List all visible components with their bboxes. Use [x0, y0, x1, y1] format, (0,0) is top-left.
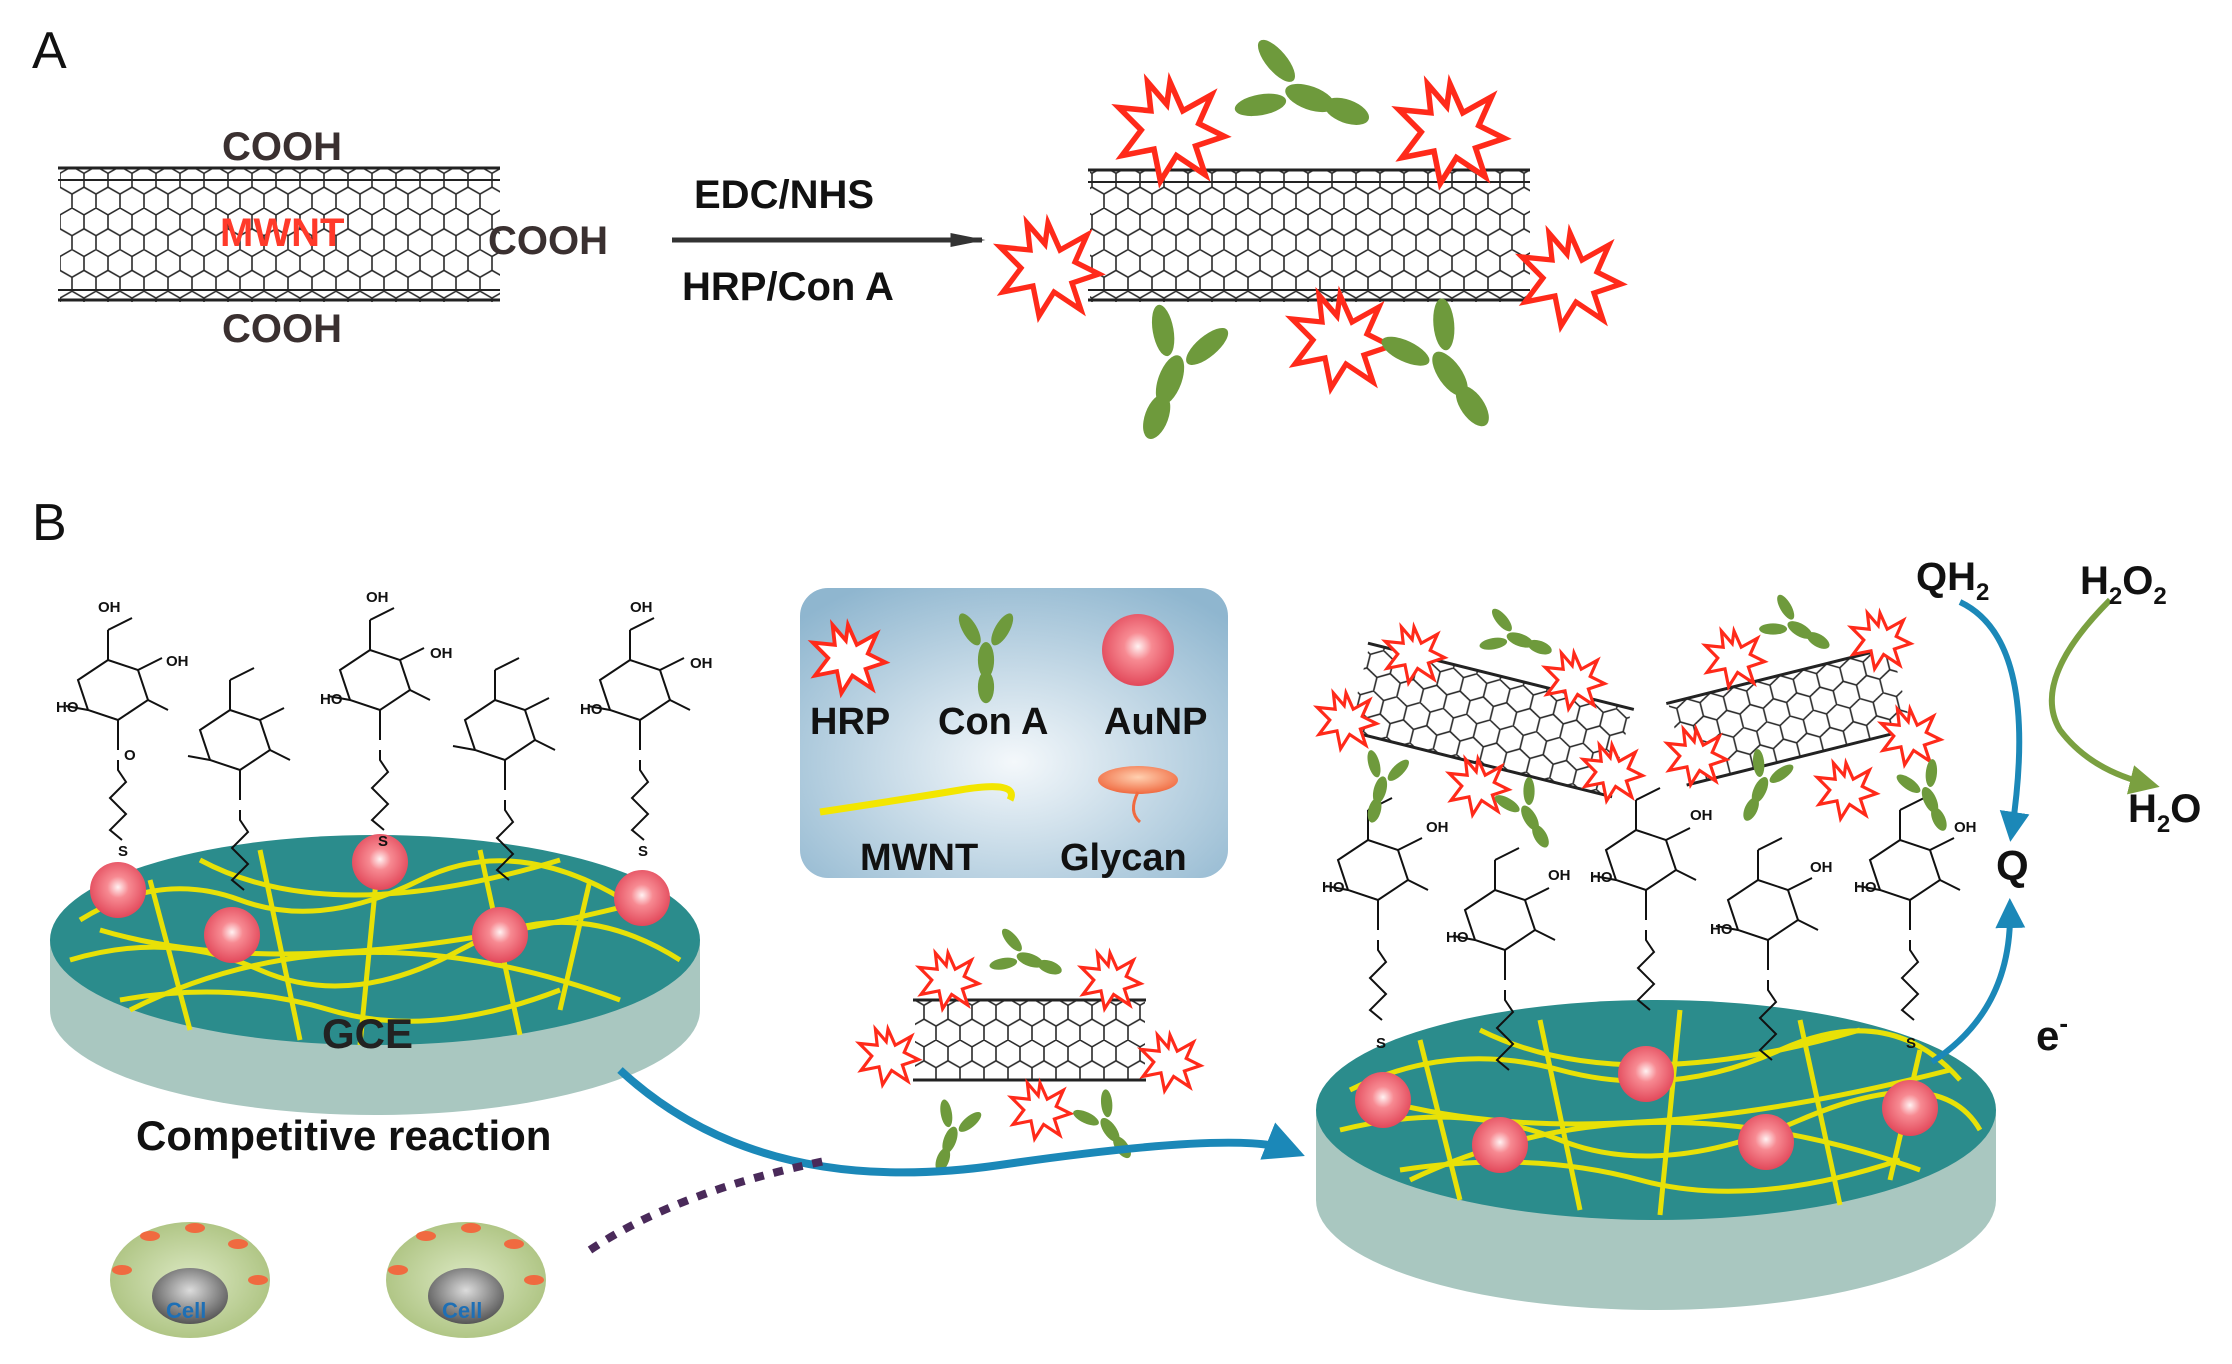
hrp-enzyme [1399, 84, 1505, 183]
glycan-sugar-chain [65, 617, 169, 841]
glycan-sugar-chain [327, 607, 431, 831]
h2o-label: H2O [2128, 787, 2201, 838]
cooh-right-label: COOH [488, 219, 608, 263]
glycan-sugar-chain [587, 617, 691, 841]
s-label: S [378, 833, 388, 850]
s-label: S [118, 843, 128, 860]
oh-label: OH [1810, 859, 1833, 876]
legend-hrp-label: HRP [810, 701, 890, 743]
hrp-enzyme [1815, 761, 1879, 821]
legend-mwnt-label: MWNT [860, 837, 978, 879]
ho-label: HO [56, 699, 79, 716]
s-label: S [1906, 1035, 1916, 1052]
oh-label: OH [430, 645, 453, 662]
aunp-particle [204, 907, 260, 963]
ho-label: HO [1446, 929, 1469, 946]
cona-protein [1347, 746, 1414, 829]
reagent-bottom-label: HRP/Con A [682, 265, 894, 309]
cooh-bottom-label: COOH [222, 307, 342, 351]
hrp-enzyme [1447, 757, 1511, 817]
gce-label: GCE [322, 1010, 413, 1057]
o-label: O [124, 747, 136, 764]
cell-label: Cell [442, 1298, 482, 1323]
gce-electrode-left [50, 835, 700, 1115]
oh-label: OH [1426, 819, 1449, 836]
oh-label: OH [1690, 807, 1713, 824]
mwnt-conjugate-middle [857, 923, 1203, 1180]
aunp-particle [1618, 1046, 1674, 1102]
mwnt-label: MWNT [220, 211, 344, 255]
cooh-top-label: COOH [222, 125, 342, 169]
legend-glycan-label: Glycan [1060, 837, 1187, 879]
binding-arrow [617, 1067, 1305, 1177]
competition-dotted-line [587, 1156, 831, 1254]
s-label: S [1376, 1035, 1386, 1052]
cona-protein [1226, 30, 1385, 163]
legend-mwnt-icon [819, 783, 1015, 816]
oh-label: OH [166, 653, 189, 670]
legend-glycan-icon [1098, 766, 1178, 824]
aunp-particle [614, 870, 670, 926]
qh2-to-q-arrow [1958, 599, 2030, 842]
aunp-particle [1738, 1114, 1794, 1170]
mwnt-tube-carboxyl [58, 166, 500, 302]
hrp-enzyme [1315, 691, 1379, 751]
cona-protein [1105, 296, 1238, 455]
oh-label: OH [1954, 819, 1977, 836]
electron-label: e- [2036, 1008, 2068, 1059]
ho-label: HO [1590, 869, 1613, 886]
qh2-label: QH2 [1916, 555, 1989, 606]
hrp-enzyme [1119, 82, 1225, 181]
reagent-top-label: EDC/NHS [694, 173, 874, 217]
hrp-enzyme [1292, 295, 1391, 388]
aunp-particle [1472, 1117, 1528, 1173]
ho-label: HO [320, 691, 343, 708]
q-label: Q [1996, 842, 2029, 889]
ho-label: HO [580, 701, 603, 718]
glycan-sugar-chain [1325, 797, 1429, 1021]
gce-electrode-right [1316, 1000, 1996, 1310]
legend-cona-label: Con A [938, 701, 1048, 743]
electron-transfer-arrow [1930, 898, 2026, 1065]
cell-2 [386, 1222, 546, 1338]
legend-aunp-icon [1102, 614, 1174, 686]
h2o2-to-h2o-arrow [2048, 597, 2160, 795]
ho-label: HO [1710, 921, 1733, 938]
mwnt-tube-functionalized [1088, 168, 1530, 302]
cona-protein [1371, 289, 1523, 452]
aunp-particle [90, 862, 146, 918]
cell-1 [110, 1222, 270, 1338]
ho-label: HO [1854, 879, 1877, 896]
cell-label: Cell [166, 1298, 206, 1323]
aunp-particle [472, 907, 528, 963]
aunp-particle [1355, 1072, 1411, 1128]
legend-aunp-label: AuNP [1104, 701, 1207, 743]
glycan-sugar-chain [1857, 797, 1961, 1021]
cona-protein [1475, 603, 1560, 675]
panel-b-label: B [32, 494, 67, 552]
oh-label: OH [630, 599, 653, 616]
oh-label: OH [98, 599, 121, 616]
oh-label: OH [366, 589, 389, 606]
hrp-enzyme [1703, 629, 1767, 689]
cona-protein [1754, 589, 1842, 668]
h2o2-label: H2O2 [2080, 559, 2167, 610]
legend-box: HRP Con A AuNP MWNT Glycan [800, 588, 1228, 879]
glycan-sugar-chain [1593, 787, 1697, 1011]
aunp-particle [1882, 1080, 1938, 1136]
s-label: S [638, 843, 648, 860]
mwnt-conjugate-bound-right [1665, 645, 1915, 787]
hrp-enzyme [1000, 223, 1099, 316]
oh-label: OH [690, 655, 713, 672]
panel-a-label: A [32, 22, 67, 80]
competitive-reaction-label: Competitive reaction [136, 1112, 551, 1159]
ho-label: HO [1322, 879, 1345, 896]
aunp-particle [352, 834, 408, 890]
hrp-enzyme [1522, 233, 1621, 326]
oh-label: OH [1548, 867, 1571, 884]
